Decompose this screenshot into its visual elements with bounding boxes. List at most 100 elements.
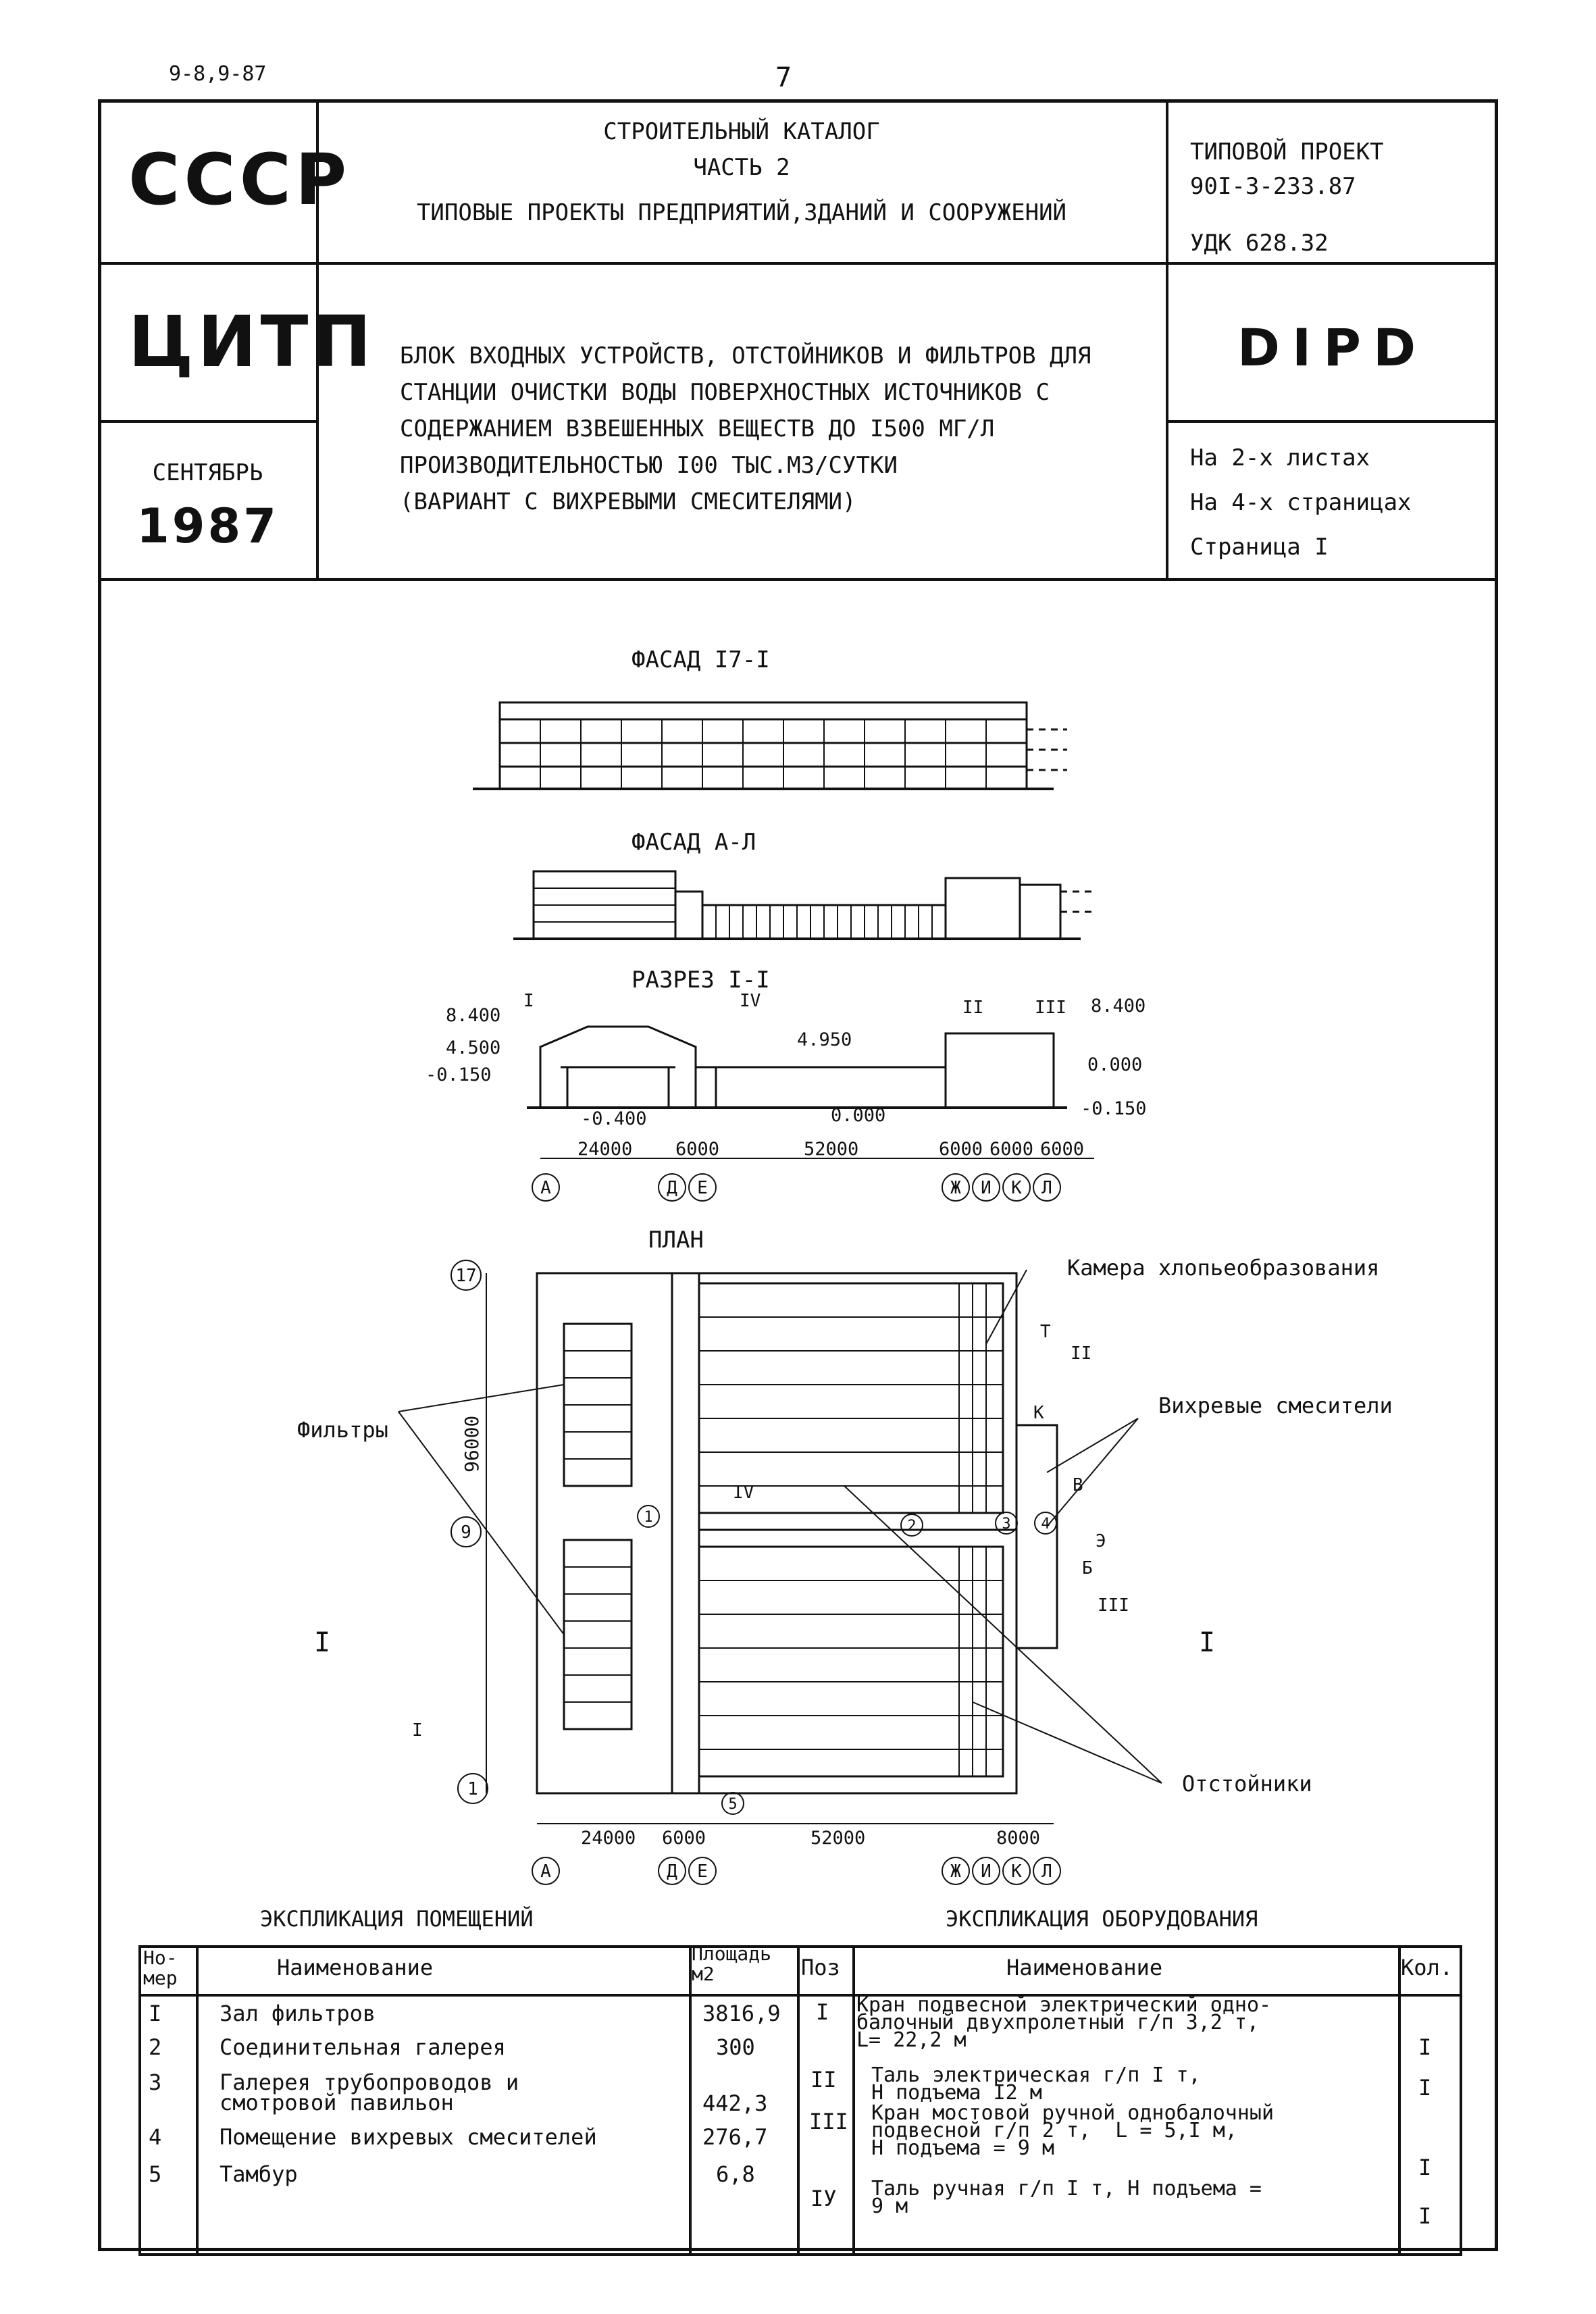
room-number: 4 [1041, 1516, 1050, 1533]
axis-label: Л [1041, 1861, 1052, 1882]
plan-mark: В [1073, 1475, 1083, 1495]
table-split [797, 1945, 800, 2256]
title-line: (ВАРИАНТ С ВИХРЕВЫМИ СМЕСИТЕЛЯМИ) [400, 488, 856, 515]
equipment-qty: I [1418, 2075, 1432, 2101]
section-drawing [527, 1025, 1067, 1109]
level-label: 0.000 [831, 1105, 885, 1126]
equipment-qty: I [1418, 2203, 1432, 2229]
plan-drawing [398, 1269, 1162, 1824]
project-label: ТИПОВОЙ ПРОЕКТ [1190, 138, 1384, 165]
year: 1987 [136, 498, 279, 554]
org-ussr: СССР [128, 138, 351, 221]
section-levels: 8.400 4.500 -0.150 -0.400 4.950 0.000 8.… [426, 996, 1147, 1129]
section-mark: II [962, 998, 983, 1018]
plan-dim-vertical: 96000 [461, 1416, 483, 1472]
equipment-pos: III [809, 2109, 848, 2134]
room-area: 6,8 [716, 2161, 755, 2187]
room-num: 4 [149, 2124, 162, 2150]
plan-axes [451, 1260, 1061, 1885]
document-code: DIPD [1237, 317, 1428, 378]
equipment-pos: IУ [810, 2186, 837, 2211]
room-name: Тамбур [220, 2161, 298, 2187]
equipment-name: Кран мостовой ручной однобалочный подвес… [871, 2101, 1275, 2160]
level-label: 4.500 [446, 1037, 500, 1058]
level-label: -0.150 [426, 1064, 492, 1085]
section-title: РАЗРЕЗ I-I [632, 967, 770, 994]
level-label: -0.150 [1081, 1098, 1147, 1119]
axis-label: И [981, 1861, 992, 1882]
axis-label: Е [697, 1178, 708, 1198]
equipment-header-qty: Кол. [1401, 1955, 1453, 1980]
equipment-qty: I [1418, 2034, 1432, 2060]
udk-code: УДК 628.32 [1190, 230, 1329, 257]
page-index: Страница I [1190, 534, 1329, 561]
facade2-drawing [513, 870, 1094, 940]
plan-mark: Э [1096, 1531, 1106, 1551]
project-title: БЛОК ВХОДНЫХ УСТРОЙСТВ, ОТСТОЙНИКОВ И ФИ… [400, 338, 1091, 520]
header-divider-left [316, 99, 319, 580]
flocculation-label: Камера хлопьеобразования [1067, 1255, 1379, 1281]
section-axes [532, 1173, 1061, 1202]
sheet-code: 9-8,9-87 [169, 62, 267, 86]
level-label: 0.000 [1087, 1054, 1142, 1075]
row-label: 17 [455, 1266, 476, 1286]
equipment-qty: I [1418, 2155, 1432, 2180]
section-mark: I [523, 991, 534, 1011]
span-label: 52000 [810, 1828, 865, 1849]
room-num: 3 [149, 2069, 162, 2095]
section-mark: III [1035, 998, 1066, 1018]
room-name: Помещение вихревых смесителей [220, 2124, 597, 2150]
equipment-pos: II [810, 2067, 837, 2092]
room-num: I [149, 2001, 162, 2026]
section-cut-marks: I I [314, 1627, 1215, 1658]
plan-axis-labels: А Д Е Ж И К Л 17 9 1 1 2 3 4 5 [455, 1266, 1052, 1882]
level-label: 4.950 [797, 1029, 852, 1050]
equipment-name: Таль ручная г/п I т, Н подъема = 9 м [871, 2177, 1262, 2218]
row-label: 9 [461, 1522, 471, 1543]
rooms-col-divider [689, 1945, 692, 2256]
room-name: Зал фильтров [220, 2001, 376, 2026]
room-number: 5 [728, 1796, 737, 1813]
span-label: 6000 [939, 1139, 983, 1160]
room-name: Соединительная галерея [220, 2034, 506, 2060]
rooms-col-divider [196, 1945, 199, 2256]
plan-marks: II IV III I Т В Э Б К [412, 1322, 1129, 1741]
span-label: 6000 [1040, 1139, 1084, 1160]
row-label: 1 [467, 1779, 478, 1799]
title-line: СОДЕРЖАНИЕМ ВЗВЕШЕННЫХ ВЕЩЕСТВ ДО I500 М… [400, 415, 995, 442]
span-label: 6000 [662, 1828, 706, 1849]
section-mark: IV [740, 991, 761, 1011]
room-num: 2 [149, 2034, 162, 2060]
title-line: БЛОК ВХОДНЫХ УСТРОЙСТВ, ОТСТОЙНИКОВ И ФИ… [400, 342, 1091, 369]
axis-label: Д [667, 1861, 677, 1882]
span-label: 6000 [675, 1139, 719, 1160]
section-marks: I IV II III [523, 991, 1066, 1018]
room-number: 1 [644, 1509, 652, 1526]
span-label: 6000 [989, 1139, 1033, 1160]
rooms-header-name: Наименование [277, 1955, 434, 1980]
rooms-table-title: ЭКСПЛИКАЦИЯ ПОМЕЩЕНИЙ [260, 1906, 534, 1932]
catalog-line2: ЧАСТЬ 2 [693, 154, 790, 181]
cut-mark: I [314, 1627, 330, 1658]
plan-mark: К [1033, 1403, 1044, 1423]
section-axis-labels: А Д Е Ж И К Л [540, 1178, 1052, 1198]
span-label: 8000 [996, 1828, 1040, 1849]
sheets-count: На 2-х листах [1190, 444, 1370, 471]
room-num: 5 [149, 2161, 162, 2187]
span-label: 24000 [581, 1828, 636, 1849]
axis-label: К [1011, 1178, 1022, 1198]
header-divider-right [1166, 99, 1168, 580]
room-area: 276,7 [702, 2124, 768, 2150]
table-header-divider [138, 1994, 1462, 1997]
level-label: 8.400 [1091, 996, 1145, 1017]
room-number: 2 [907, 1518, 916, 1535]
plan-labels: Камера хлопьеобразования Вихревые смесит… [297, 1255, 1393, 1797]
level-label: -0.400 [581, 1108, 647, 1129]
plan-mark: Т [1040, 1322, 1051, 1342]
equipment-col-divider [852, 1945, 855, 2256]
title-line: СТАНЦИИ ОЧИСТКИ ВОДЫ ПОВЕРХНОСТНЫХ ИСТОЧ… [400, 379, 1050, 406]
room-area: 3816,9 [702, 2001, 781, 2026]
plan-mark: I [412, 1720, 423, 1741]
room-area: 442,3 [702, 2090, 768, 2116]
